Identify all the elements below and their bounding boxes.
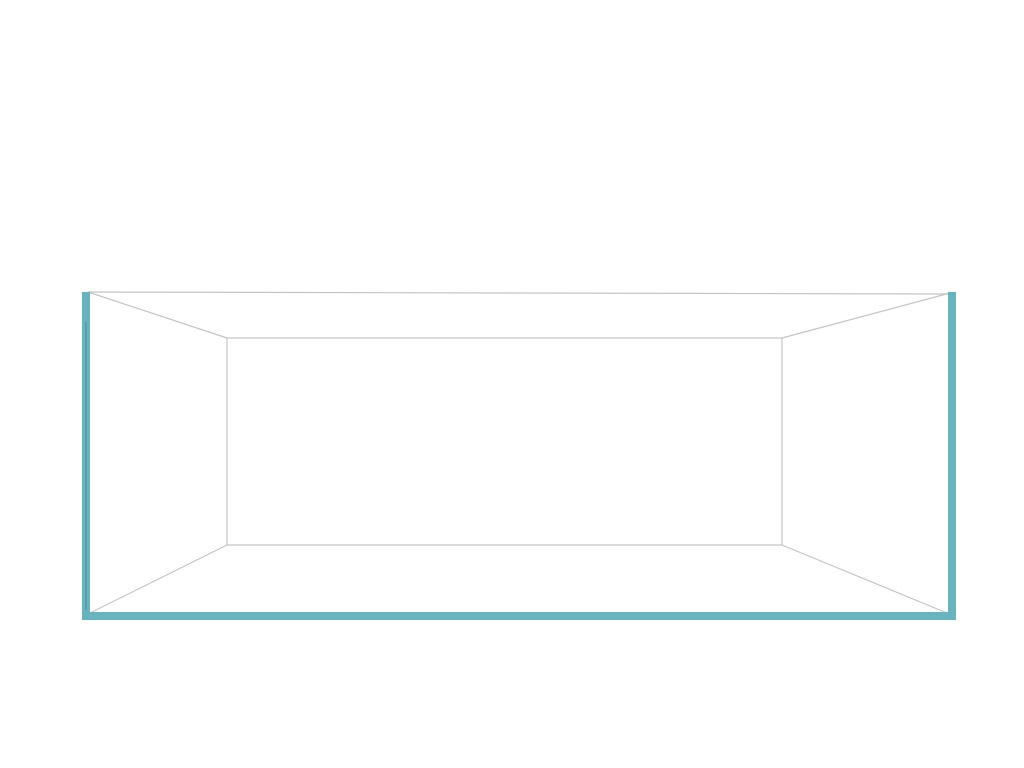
bottom-glass-edge bbox=[82, 612, 956, 620]
front-top-edge bbox=[87, 291, 951, 295]
tank-back-frame bbox=[87, 291, 951, 614]
tank-front-glass bbox=[82, 292, 956, 620]
bottom-right-edge bbox=[781, 544, 948, 614]
right-glass-edge bbox=[948, 292, 956, 620]
back-panel bbox=[226, 337, 783, 546]
bottom-left-edge bbox=[89, 544, 228, 614]
top-right-edge bbox=[781, 292, 951, 339]
top-left-edge bbox=[87, 291, 228, 339]
